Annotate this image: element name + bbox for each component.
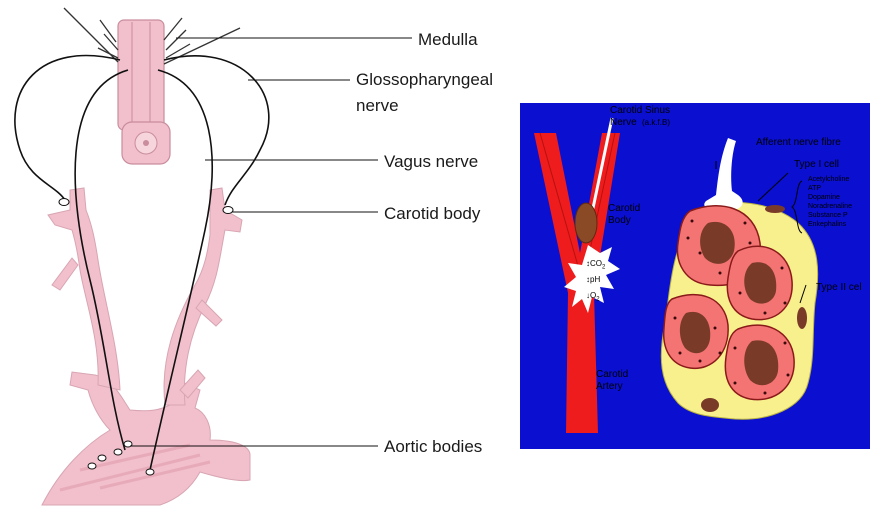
left-carotid-artery	[48, 188, 120, 390]
transmitter-item: Substance P	[808, 211, 852, 220]
label-o2: ↓O2	[586, 291, 600, 305]
label-carotid-body: Carotid body	[384, 204, 480, 224]
right-carotid-artery	[164, 188, 242, 405]
transmitter-item: Noradrenaline	[808, 202, 852, 211]
transmitter-item: ATP	[808, 184, 852, 193]
label-o2-sub: 2	[596, 297, 599, 303]
label-glossopharyngeal-line1: Glossopharyngeal	[356, 70, 493, 90]
label-ph: ↕pH	[586, 275, 600, 285]
right-labels: Carotid Sinus Nerve (a.k.f.B) Carotid Bo…	[520, 103, 870, 449]
transmitter-item: Enkephalins	[808, 220, 852, 229]
label-small-carotid-body-line2: Body	[608, 215, 631, 227]
medulla-brainstem	[118, 20, 170, 164]
transmitter-item: Acetylcholine	[808, 175, 852, 184]
label-carotid-artery-line1: Carotid	[596, 369, 628, 381]
label-type-ii-cell: Type II cel	[816, 282, 862, 294]
label-carotid-sinus-line2: Nerve	[610, 117, 637, 129]
right-carotid-body	[223, 207, 233, 214]
label-vagus-nerve: Vagus nerve	[384, 152, 478, 172]
label-ph-text: pH	[590, 275, 600, 284]
label-type-i-cell: Type I cell	[794, 159, 839, 171]
transmitter-item: Dopamine	[808, 193, 852, 202]
label-co2-sub: 2	[602, 265, 605, 271]
label-carotid-artery-line2: Artery	[596, 381, 623, 393]
label-co2-text: CO	[590, 259, 602, 268]
transmitter-list: Acetylcholine ATP Dopamine Noradrenaline…	[808, 175, 852, 229]
label-afferent-nerve-fibre: Afferent nerve fibre	[756, 137, 841, 149]
left-carotid-body	[59, 199, 69, 206]
label-small-carotid-body-line1: Carotid	[608, 203, 640, 215]
label-glossopharyngeal-line2: nerve	[356, 96, 399, 116]
label-aortic-bodies: Aortic bodies	[384, 437, 482, 457]
label-medulla: Medulla	[418, 30, 478, 50]
label-carotid-sinus-line1: Carotid Sinus	[610, 105, 670, 117]
label-carotid-sinus-suffix: (a.k.f.B)	[642, 117, 670, 129]
aortic-arch	[42, 372, 250, 505]
label-co2: ↕CO2	[586, 259, 605, 273]
